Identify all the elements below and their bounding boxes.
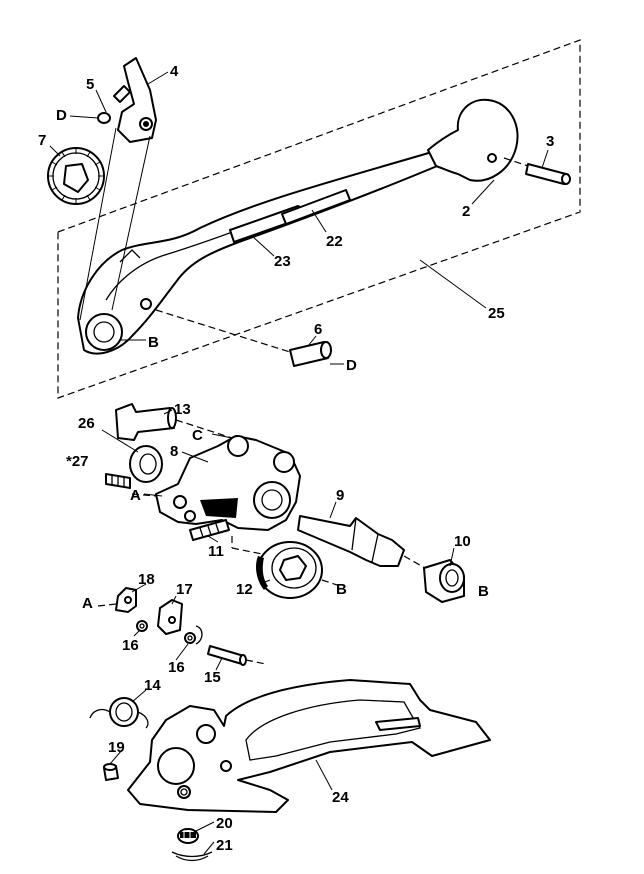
callout-24: 24 [332, 789, 349, 806]
callout-11: 11 [208, 543, 224, 560]
part-19-pin [103, 763, 119, 781]
part-21-clip [171, 851, 213, 862]
part-24-base-frame [127, 679, 491, 813]
callout-8: 8 [170, 443, 178, 460]
callout-ref-b-upper: B [148, 334, 159, 351]
callout-5: 5 [86, 76, 94, 93]
callout-ref-a-lower: A [82, 595, 93, 612]
part-17-dog [157, 599, 183, 635]
callout-2: 2 [462, 203, 470, 220]
callout-ref-b-right: B [478, 583, 489, 600]
callout-7: 7 [38, 132, 46, 149]
callout-9: 9 [336, 487, 344, 504]
callout-12: 12 [236, 581, 253, 598]
callout-15: 15 [204, 669, 221, 686]
callout-21: 21 [216, 837, 233, 854]
part-7-knurled-wheel [47, 147, 105, 205]
part-9-shaft [297, 515, 405, 567]
part-13-bolt [115, 403, 177, 441]
callout-20: 20 [216, 815, 233, 832]
part-10-collar [423, 559, 465, 603]
callout-14: 14 [144, 677, 161, 694]
callout-ref-a-middle: A [130, 487, 141, 504]
part-12-knurled-nut [256, 541, 323, 599]
callout-16-right: 16 [168, 659, 185, 676]
part-20-button [177, 828, 199, 844]
part-27-screw [105, 473, 131, 489]
callout-17: 17 [176, 581, 193, 598]
callout-23: 23 [274, 253, 291, 270]
part-5-pin [97, 85, 131, 124]
callout-4: 4 [170, 63, 179, 80]
part-15-pin [207, 645, 247, 666]
part-26-washer [129, 445, 163, 483]
callout-ref-d-lower: D [346, 357, 357, 374]
part-4-pawl [117, 57, 157, 143]
leader-lines [49, 71, 549, 855]
callout-19: 19 [108, 739, 125, 756]
part-6-pin [289, 341, 332, 367]
part-11-screw [189, 519, 230, 541]
callout-16-left: 16 [122, 637, 139, 654]
handle-assembly-panel [57, 39, 581, 399]
part-18-dog [115, 587, 137, 613]
callout-18: 18 [138, 571, 155, 588]
part-16-spring-right [184, 625, 203, 645]
part-14-spring [89, 697, 149, 729]
callout-22: 22 [326, 233, 343, 250]
part-16-spring-left [136, 620, 148, 632]
callout-6: 6 [314, 321, 322, 338]
callout-3: 3 [546, 133, 554, 150]
callout-13: 13 [174, 401, 191, 418]
callout-ref-b-middle: B [336, 581, 347, 598]
callout-25: 25 [488, 305, 505, 322]
part-2-palm-knob [427, 98, 519, 182]
callout-10: 10 [454, 533, 471, 550]
callout-ref-d-upper: D [56, 107, 67, 124]
callout-27: *27 [66, 453, 89, 470]
part-3-pin [525, 163, 571, 185]
callout-ref-c: C [192, 427, 203, 444]
callout-26: 26 [78, 415, 95, 432]
handle-body [77, 151, 443, 355]
part-8-housing [155, 435, 301, 531]
